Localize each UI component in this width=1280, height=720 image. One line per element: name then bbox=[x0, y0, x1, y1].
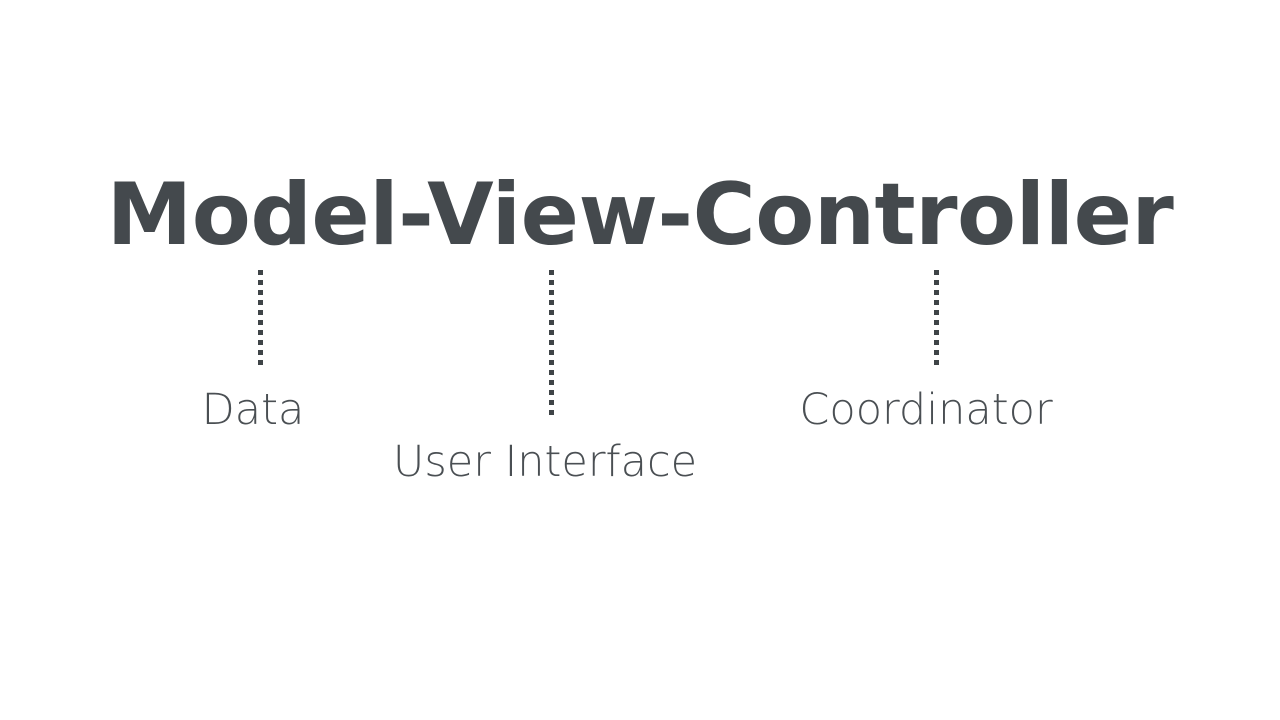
label-data: Data bbox=[201, 385, 305, 435]
view-connector-dotted-line bbox=[549, 270, 554, 420]
label-user-interface: User Interface bbox=[392, 437, 698, 487]
model-connector-dotted-line bbox=[258, 270, 263, 367]
controller-connector-dotted-line bbox=[934, 270, 939, 367]
page-title: Model-View-Controller bbox=[106, 165, 1174, 265]
label-coordinator: Coordinator bbox=[799, 385, 1053, 435]
